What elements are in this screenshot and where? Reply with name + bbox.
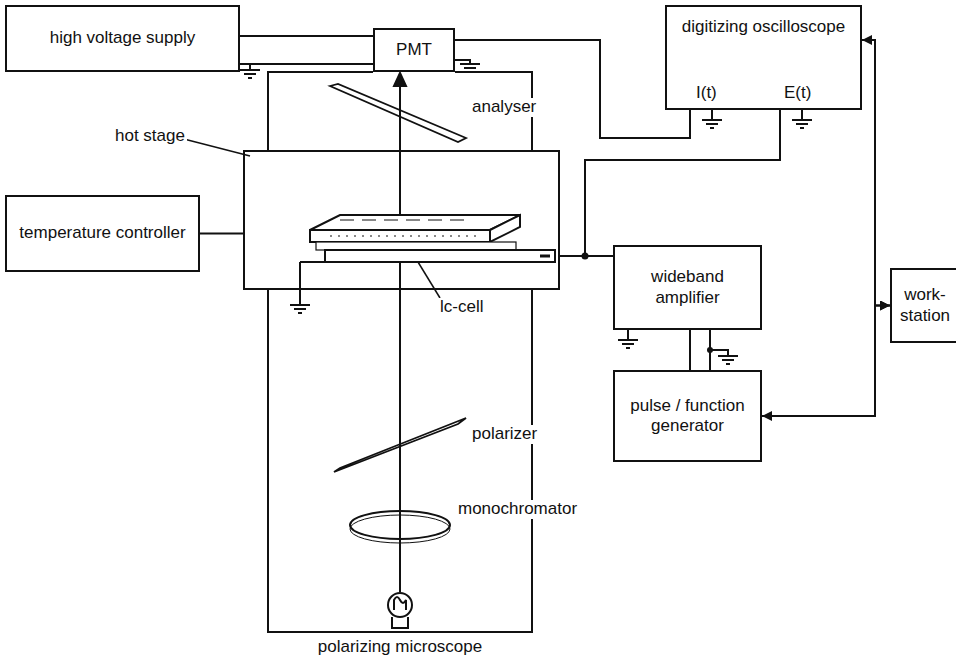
power-supply-box: high voltage supply: [5, 5, 240, 72]
leader-line: [418, 262, 440, 298]
part-name: analyser: [470, 98, 538, 117]
part-name: polarizing microscope: [316, 638, 484, 657]
wire-connector: [455, 40, 690, 138]
workstation-box: work- station: [890, 268, 956, 343]
wire-connector: [762, 306, 890, 417]
ground-wire: [300, 262, 325, 305]
ground-wire: [628, 330, 728, 370]
wire-connector: [862, 40, 890, 306]
part-name: polarizer: [470, 425, 539, 444]
part-name: lc-cell: [438, 298, 485, 317]
monochromator-edge: [350, 515, 450, 543]
lamp-filament: [392, 597, 408, 628]
box-label: hot stage: [113, 126, 187, 146]
box-label: work- station: [892, 285, 956, 326]
amplifier-box: wideband amplifier: [613, 245, 762, 330]
wire-connector: [690, 330, 691, 370]
signal-name: I(t): [694, 84, 719, 103]
box-label: pulse / function generator: [615, 396, 760, 437]
polarizer-plate: [334, 418, 466, 472]
leader-line: [180, 138, 250, 156]
box-label: wideband amplifier: [615, 267, 760, 308]
hot-stage-box: hot stage: [243, 150, 560, 290]
wire-connector: [582, 110, 781, 260]
controller-box: temperature controller: [5, 195, 200, 272]
part-name: monochromator: [456, 500, 579, 519]
pmt-box: PMT: [373, 28, 455, 72]
box-label: PMT: [390, 40, 438, 60]
lc-cell-drawing: [310, 215, 555, 262]
junction-dot: [707, 347, 713, 353]
box-label: temperature controller: [13, 223, 191, 243]
wire-connector: [240, 36, 373, 64]
beam-arrowhead: [394, 73, 406, 86]
box-label: digitizing oscilloscope: [676, 17, 851, 37]
signal-name: E(t): [782, 84, 813, 103]
microscope-outline: [268, 72, 532, 632]
analyser-plate: [330, 84, 466, 142]
box-label: high voltage supply: [44, 28, 202, 48]
ground-wire: [712, 110, 802, 120]
wire-connector: [200, 233, 243, 234]
generator-box: pulse / function generator: [613, 370, 762, 462]
lamp-bulb: [388, 593, 412, 617]
